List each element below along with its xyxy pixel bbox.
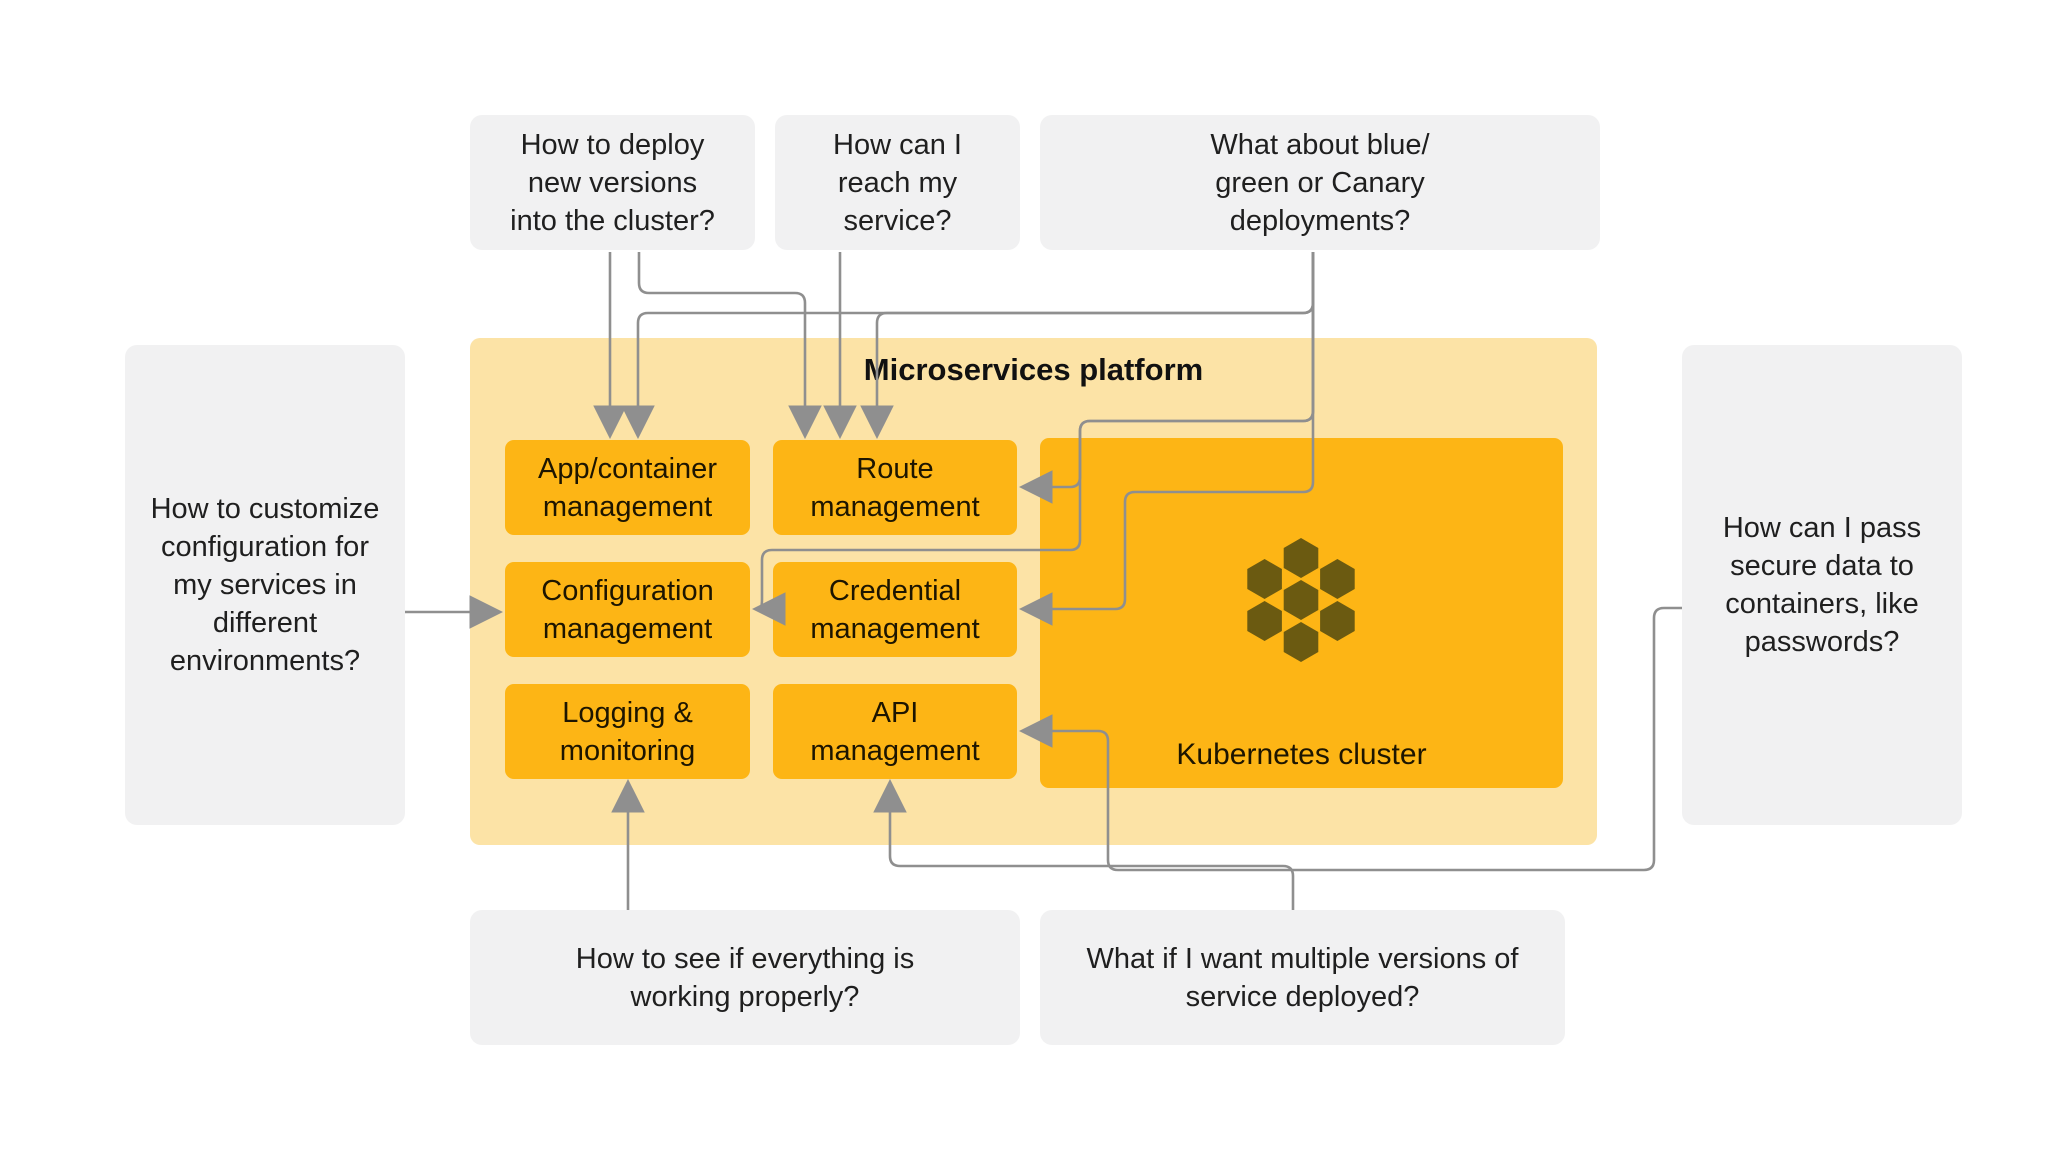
- question-secrets-label: How can I pass secure data to containers…: [1722, 512, 1922, 658]
- service-logging-monitoring: Logging & monitoring: [505, 684, 750, 779]
- question-reach-label: How can I reach my service?: [833, 128, 962, 237]
- service-app-container-management: App/container management: [505, 440, 750, 535]
- service-configuration-management: Configuration management: [505, 562, 750, 657]
- question-deploy-label: How to deploy new versions into the clus…: [510, 128, 715, 237]
- service-logging-label: Logging & monitoring: [559, 696, 696, 767]
- service-credential-management: Credential management: [773, 562, 1017, 657]
- question-versions: What if I want multiple versions of serv…: [1040, 910, 1565, 1045]
- kubernetes-cluster-box: Kubernetes cluster: [1040, 438, 1563, 788]
- service-app-label: App/container management: [538, 452, 717, 523]
- question-canary: What about blue/ green or Canary deploym…: [1040, 115, 1600, 250]
- service-route-label: Route management: [810, 452, 980, 523]
- question-reach: How can I reach my service?: [775, 115, 1020, 250]
- service-api-management: API management: [773, 684, 1017, 779]
- service-api-label: API management: [810, 696, 980, 767]
- platform-title: Microservices platform: [863, 352, 1204, 387]
- question-monitoring-label: How to see if everything is working prop…: [575, 942, 915, 1013]
- question-configuration: How to customize configuration for my se…: [125, 345, 405, 825]
- question-monitoring: How to see if everything is working prop…: [470, 910, 1020, 1045]
- service-configuration-label: Configuration management: [541, 574, 714, 645]
- question-deploy: How to deploy new versions into the clus…: [470, 115, 755, 250]
- question-configuration-label: How to customize configuration for my se…: [150, 493, 380, 677]
- kubernetes-cluster-label: Kubernetes cluster: [1176, 738, 1427, 771]
- question-secrets: How can I pass secure data to containers…: [1682, 345, 1962, 825]
- question-versions-label: What if I want multiple versions of serv…: [1086, 942, 1519, 1013]
- question-canary-label: What about blue/ green or Canary deploym…: [1210, 128, 1430, 237]
- service-credential-label: Credential management: [810, 574, 980, 645]
- service-route-management: Route management: [773, 440, 1017, 535]
